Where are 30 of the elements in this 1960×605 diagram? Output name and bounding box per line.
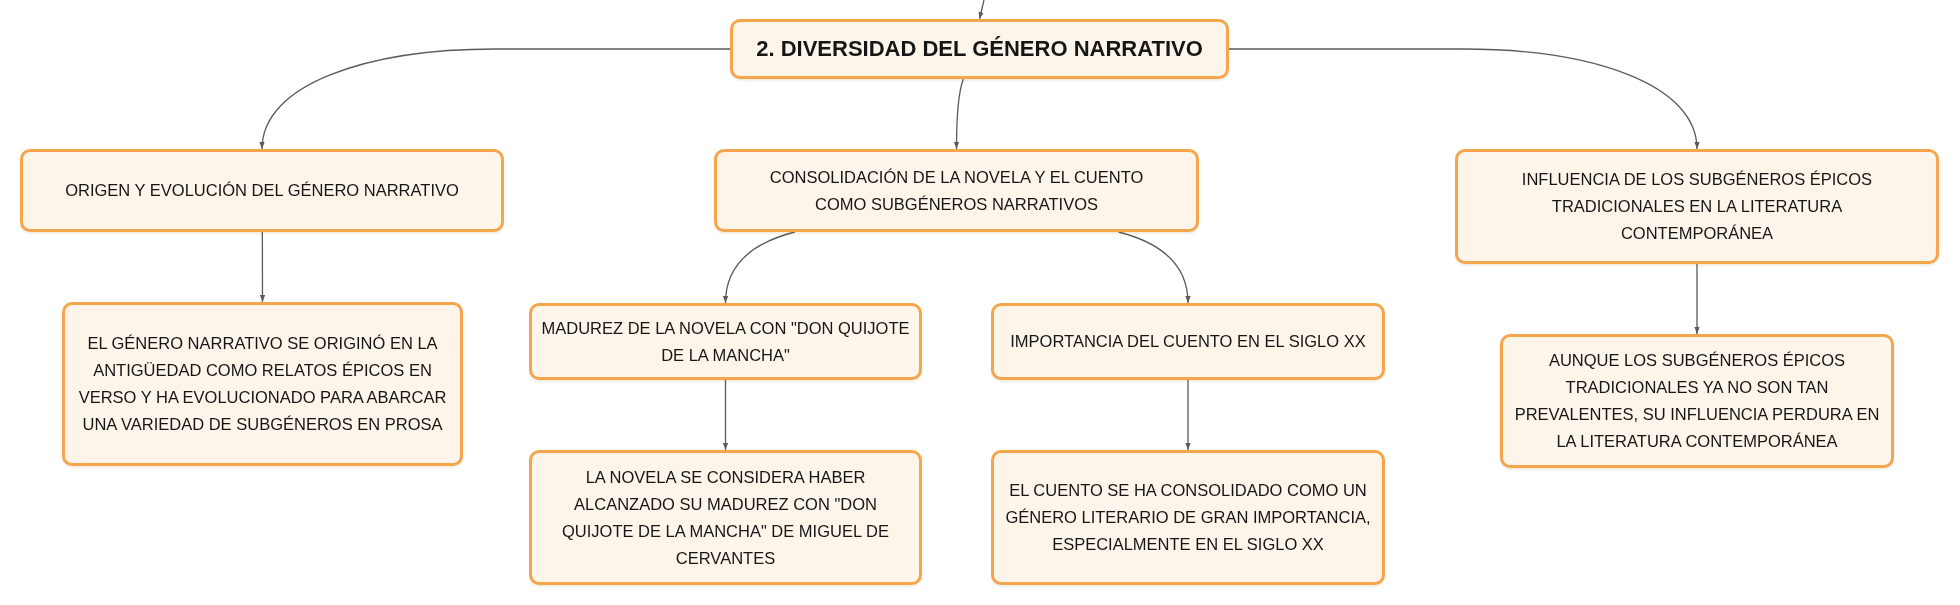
topic-box [714, 149, 1199, 232]
connector-arrow [1228, 48, 1699, 150]
topic-box [62, 302, 463, 466]
topic-text: IMPORTANCIA DEL CUENTO EN EL SIGLO XX [1010, 331, 1366, 352]
topic-box [991, 303, 1385, 380]
topic-box [991, 450, 1385, 585]
topic-text: AUNQUE LOS SUBGÉNEROS ÉPICOS TRADICIONALES YA NO SON TAN PREVALENTES, SU INFLUENCIA PERDURA EN LA LITERATURA CONTEMPORÁNEA [1513, 350, 1881, 452]
connector-arrow [259, 231, 266, 303]
connector-arrow [260, 48, 731, 150]
connector-arrow [723, 231, 796, 304]
connector-arrow [1185, 379, 1191, 451]
connector-arrow [953, 78, 965, 150]
connector-arrow [722, 379, 729, 451]
topic-text: MADUREZ DE LA NOVELA CON "DON QUIJOTE DE LA MANCHA" [540, 317, 911, 366]
topic-text: ORIGEN Y EVOLUCIÓN DEL GÉNERO NARRATIVO [65, 180, 459, 201]
topic-box [20, 149, 504, 232]
topic-text: LA NOVELA SE CONSIDERA HABER ALCANZADO SU MADUREZ CON "DON QUIJOTE DE LA MANCHA" DE MIGUEL DE CERVANTES [560, 466, 891, 569]
connector-arrow [1694, 263, 1700, 335]
topic-text: EL CUENTO SE HA CONSOLIDADO COMO UN GÉNERO LITERARIO DE GRAN IMPORTANCIA, ESPECIALMENTE EN EL SIGLO XX [1004, 480, 1372, 555]
topic-text: EL GÉNERO NARRATIVO SE ORIGINÓ EN LA ANTIGÜEDAD COMO RELATOS ÉPICOS EN VERSO Y HA EVOLUCIONADO PARA ABARCAR UNA VARIEDAD DE SUBGÉNEROS EN PROSA [77, 333, 448, 435]
topic-text: INFLUENCIA DE LOS SUBGÉNEROS ÉPICOS TRADICIONALES EN LA LITERATURA CONTEMPORÁNEA [1520, 169, 1874, 244]
topic-box [1500, 334, 1894, 468]
central-topic-text: 2. DIVERSIDAD DEL GÉNERO NARRATIVO [756, 35, 1203, 63]
topic-box [529, 303, 922, 380]
connector-arrow [978, 0, 985, 20]
connector-arrow [1117, 231, 1191, 304]
topic-box [1455, 149, 1939, 264]
topic-text: CONSOLIDACIÓN DE LA NOVELA Y EL CUENTO COMO SUBGÉNEROS NARRATIVOS [768, 166, 1145, 215]
topic-box [529, 450, 922, 585]
central-topic-box [730, 19, 1229, 79]
